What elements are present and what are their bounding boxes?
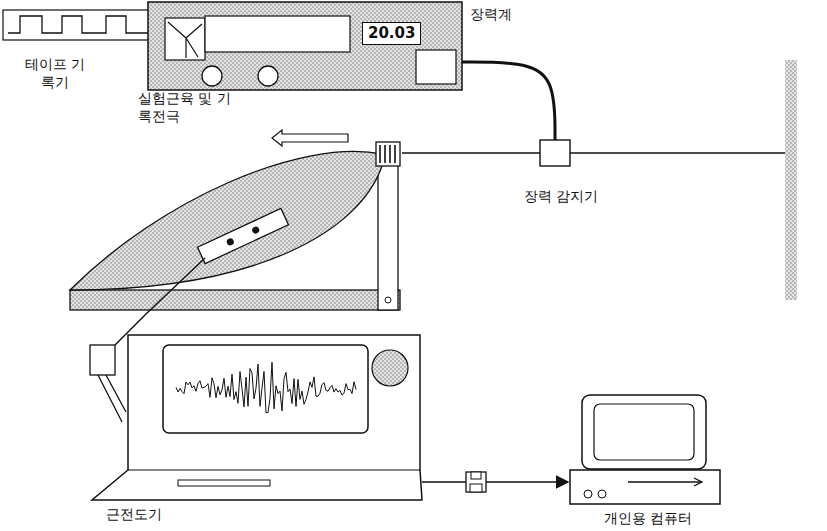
emg-ledge (128, 469, 420, 470)
device-label: 테이프 기록기 (22, 56, 88, 91)
pc-button (584, 490, 592, 498)
preamp-cable (98, 375, 126, 422)
device-body (148, 2, 462, 90)
node-outline (60, 140, 402, 315)
stretch-arrow (272, 130, 348, 146)
display-reading: 20.03 (362, 22, 421, 45)
muscle-label: 실험근육 및 기록전극 (138, 90, 238, 125)
frame-pivot (385, 297, 391, 303)
node-outline (568, 392, 722, 506)
sensor-label: 장력 감지기 (524, 188, 598, 206)
data-transfer-arrow (422, 481, 568, 483)
drive-slot (628, 481, 702, 482)
emg-case (92, 335, 422, 500)
sensor-cable (462, 62, 555, 140)
speaker (372, 350, 408, 386)
node-outline (88, 330, 422, 502)
personal-computer: 개인용 컴퓨터 (568, 392, 722, 506)
connector-line (402, 152, 540, 154)
string-to-wall (570, 152, 785, 154)
muscle-preparation: 실험근육 및 기록전극 (60, 140, 402, 315)
knob (202, 66, 222, 86)
frame-post (378, 152, 398, 310)
tape-paper (3, 10, 163, 40)
chart-window (205, 16, 350, 52)
lead-in (115, 330, 130, 345)
frame-base (70, 290, 400, 310)
monitor-screen (594, 404, 694, 460)
emg-screen (163, 345, 368, 433)
tension-sensor: 장력 감지기 (540, 140, 570, 166)
node-outline (148, 2, 462, 90)
electrode-wire (145, 258, 205, 315)
node-outline (540, 140, 570, 166)
drive-arrow (694, 478, 702, 486)
recording-electrode (198, 208, 289, 263)
device-label: 개인용 컴퓨터 (604, 510, 692, 528)
clamp (376, 142, 400, 166)
tension-meter: 20.03장력계 (148, 2, 462, 90)
knob (258, 66, 278, 86)
sensor-body (540, 140, 570, 166)
wall (785, 60, 797, 300)
pen-arm (168, 22, 202, 58)
connector-line (130, 315, 145, 330)
floppy-disk (466, 472, 486, 492)
device-label: 근전도기 (106, 506, 162, 524)
preamp-box (90, 345, 115, 375)
pen-window (165, 18, 205, 60)
emg-trace (176, 362, 356, 412)
muscle-outline (70, 151, 382, 290)
pc-button (598, 490, 606, 498)
pc-base (570, 470, 720, 504)
tape-trace (8, 16, 150, 33)
device-label: 장력계 (470, 6, 512, 24)
monitor (582, 395, 706, 469)
sub-panel (416, 50, 456, 84)
slot (178, 480, 270, 486)
emg-recorder: 근전도기 (88, 330, 422, 502)
